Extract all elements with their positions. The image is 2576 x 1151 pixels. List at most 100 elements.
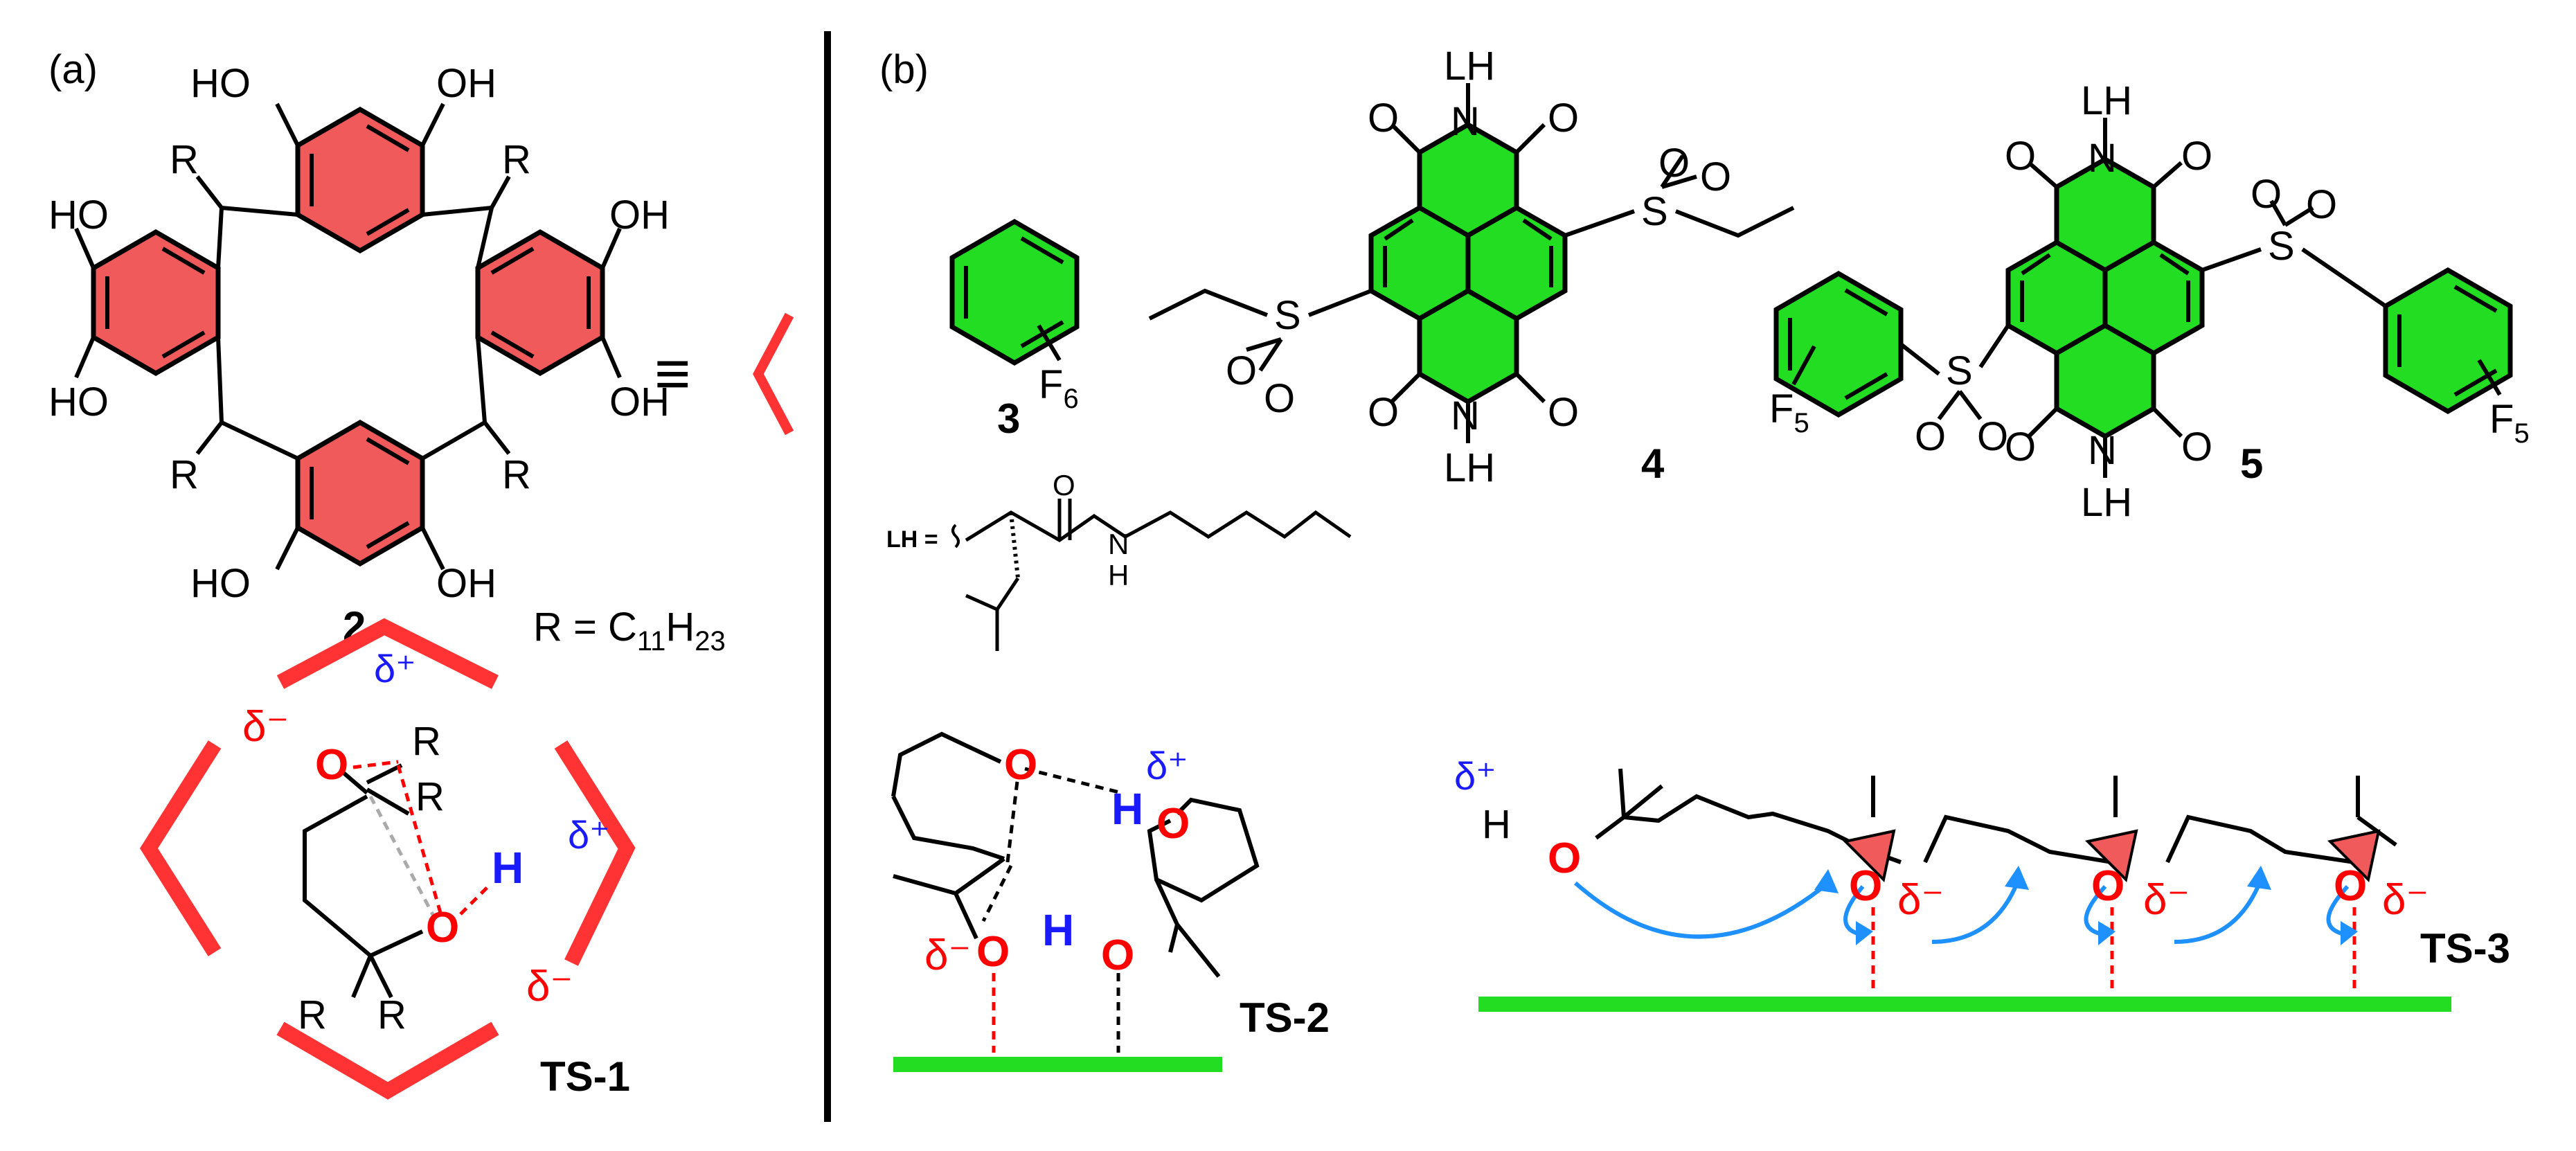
lh-label: LH xyxy=(2081,78,2132,123)
r-label: R xyxy=(502,452,531,497)
ndi-core-5 xyxy=(1773,156,2513,440)
ts2-scaffold xyxy=(891,731,1260,978)
oxygen-atom: O xyxy=(1156,800,1190,848)
hydrogen-atom: H xyxy=(1111,784,1143,834)
sulfonyl-oxygen: O xyxy=(1264,376,1295,421)
sulfonyl-oxygen: O xyxy=(1977,414,2008,459)
ts3-epoxides xyxy=(1842,829,2381,883)
aryl-ring-top xyxy=(295,106,425,254)
nitrogen-label: N xyxy=(2088,428,2117,473)
oh-label: OH xyxy=(609,380,670,425)
sulfur-label: S xyxy=(1641,189,1668,234)
carbonyl-oxygen: O xyxy=(1548,390,1579,435)
r-label: R xyxy=(415,774,445,819)
aryl-ring-right xyxy=(475,229,605,377)
oh-label: HO xyxy=(190,61,251,106)
carbonyl-oxygen: O xyxy=(2181,134,2212,179)
nitrogen-label: N xyxy=(1451,393,1480,438)
oh-label: OH xyxy=(609,193,670,238)
sulfonyl-oxygen: O xyxy=(1915,414,1946,459)
sulfur-label: S xyxy=(1946,348,1973,393)
hydrogen-atom: H xyxy=(492,843,524,893)
r-label: R xyxy=(170,137,199,182)
sulfonyl-oxygen: O xyxy=(1658,141,1690,186)
oxygen-atom: O xyxy=(315,741,348,789)
ts3-electron-arrows xyxy=(1574,878,2350,944)
resorcinarene-2 xyxy=(91,106,605,567)
ts3-arrowheads xyxy=(1814,866,2358,945)
carbonyl-oxygen: O xyxy=(1368,96,1399,141)
f6-label: F6 xyxy=(1039,362,1079,414)
oxygen-atom: O xyxy=(976,928,1010,976)
pentafluorophenyl-ring xyxy=(1773,270,1904,418)
sulfur-label: S xyxy=(2268,224,2295,269)
compound3-bonds xyxy=(964,236,1064,362)
ts1-substrate xyxy=(303,763,424,999)
ts1-label: TS-1 xyxy=(540,1053,630,1100)
carbonyl-oxygen: O xyxy=(2005,134,2036,179)
hydrogen-atom: H xyxy=(1042,905,1074,955)
ts3-label: TS-3 xyxy=(2420,925,2510,972)
sulfonyl-oxygen: O xyxy=(2251,172,2282,217)
delta-plus: δ⁺ xyxy=(568,813,610,857)
lh-definition: LH = xyxy=(886,526,938,553)
resorcinarene-bonds xyxy=(74,102,622,571)
panel-b-label: (b) xyxy=(879,47,929,92)
delta-minus: δ⁻ xyxy=(924,931,971,979)
compound-number-4: 4 xyxy=(1641,440,1665,487)
ndi5-labels: LH N N LH O O O O S O O S O O F5 F5 5 xyxy=(1769,78,2530,525)
ts1-forming-bond xyxy=(368,795,438,922)
carbonyl-oxygen: O xyxy=(1368,390,1399,435)
nitrogen-label: N xyxy=(1451,99,1480,144)
delta-minus: δ⁻ xyxy=(2143,876,2190,924)
ndi-core-4 xyxy=(1368,121,1568,405)
delta-minus: δ⁻ xyxy=(242,703,289,751)
r-definition: R = C11H23 xyxy=(533,605,726,657)
r-label: R xyxy=(377,992,406,1037)
delta-minus: δ⁻ xyxy=(1897,876,1944,924)
resorcinarene-labels: HO OH HO OH HO OH HO OH R R R R 2 R = C1… xyxy=(48,61,726,657)
oh-label: HO xyxy=(48,193,109,238)
sulfonyl-oxygen: O xyxy=(2306,182,2337,227)
oh-label: HO xyxy=(190,561,251,606)
delta-minus: δ⁻ xyxy=(2382,876,2429,924)
ts2-label: TS-2 xyxy=(1240,994,1330,1041)
oxygen-atom: O xyxy=(1101,931,1134,979)
leucine-amide-sidechain xyxy=(951,499,1352,651)
delta-plus: δ⁺ xyxy=(374,647,416,690)
carbonyl-oxygen: O xyxy=(2005,425,2036,470)
oxygen-atom: O xyxy=(1849,862,1882,910)
delta-plus: δ⁺ xyxy=(1454,754,1496,798)
oxygen-label: O xyxy=(1053,469,1075,501)
panel-a-label: (a) xyxy=(48,47,98,92)
r-label: R xyxy=(298,992,327,1037)
ts1-dashed-bonds xyxy=(352,760,490,918)
oxygen-atom: O xyxy=(426,904,459,952)
aryl-ring-left xyxy=(91,229,221,377)
lh-label: LH xyxy=(1444,445,1495,490)
oh-label: OH xyxy=(436,61,497,106)
aryl-ring-bottom xyxy=(295,419,425,567)
lh-label: LH xyxy=(2081,480,2132,525)
r-label: R xyxy=(412,719,441,764)
r-label: R xyxy=(170,452,199,497)
carbonyl-oxygen: O xyxy=(2181,425,2212,470)
equivalence-symbol: ≡ xyxy=(654,339,691,409)
cavitand-shorthand xyxy=(753,312,794,436)
delta-minus: δ⁻ xyxy=(526,963,573,1010)
f5-label: F5 xyxy=(2489,397,2530,449)
hydroxyl-hydrogen: H xyxy=(1482,802,1511,847)
ndi-imide-ring xyxy=(2054,322,2156,440)
f5-label: F5 xyxy=(1769,386,1809,438)
compound-number-5: 5 xyxy=(2240,440,2263,487)
oxygen-atom: O xyxy=(2091,862,2125,910)
ndi4-labels: LH N N LH O O O O S O O S O O 4 xyxy=(1226,44,1731,490)
nitrogen-label: N xyxy=(2088,136,2117,181)
oxygen-atom: O xyxy=(2334,862,2367,910)
carbonyl-oxygen: O xyxy=(1548,96,1579,141)
lh-label: LH xyxy=(1444,44,1495,89)
hexafluorobenzene-ring xyxy=(949,218,1080,366)
ndi4-bonds xyxy=(1148,83,1795,443)
